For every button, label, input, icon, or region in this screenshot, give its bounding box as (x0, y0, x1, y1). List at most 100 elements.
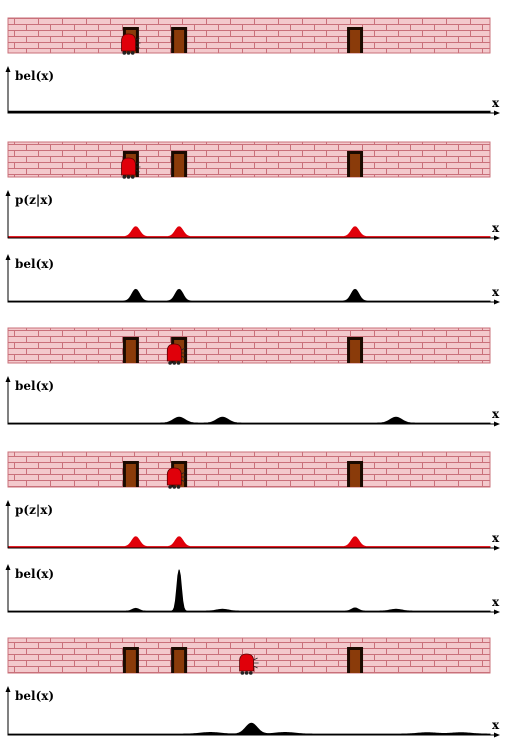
belief-curve (7, 288, 491, 303)
robot-wheel (176, 361, 181, 365)
x-axis-arrow-icon (494, 545, 500, 551)
door-1 (122, 337, 139, 363)
robot-wheel (126, 51, 131, 55)
measurement-plot: p(z|x) x (5, 190, 500, 241)
door-3 (347, 461, 364, 487)
door-panel (125, 650, 136, 673)
door-panel (350, 340, 361, 363)
x-axis-label: x (492, 221, 500, 235)
robot-wheel (168, 361, 172, 365)
belief-plot: bel(x) x (5, 686, 500, 738)
y-axis-label: bel(x) (15, 69, 54, 83)
wall-bricks (7, 327, 491, 364)
robot-sensor-icon (253, 657, 259, 669)
robot-wheel (122, 51, 127, 55)
wall-bricks (7, 17, 491, 54)
measurement-curve (7, 226, 491, 239)
robot-wheel (176, 485, 181, 489)
y-axis-label: p(z|x) (15, 193, 53, 207)
belief-curve (7, 722, 491, 736)
robot-body (121, 33, 136, 52)
y-axis-arrow-icon (5, 564, 11, 570)
x-axis-label: x (492, 285, 500, 299)
belief-plot: bel(x) x (5, 376, 500, 427)
y-axis-label: bel(x) (15, 689, 54, 703)
door-panel (350, 650, 361, 673)
door-panel (125, 464, 136, 487)
x-axis-arrow-icon (494, 609, 500, 615)
x-axis-label: x (492, 531, 500, 545)
door-panel (174, 154, 185, 177)
robot (239, 653, 259, 675)
door-2 (171, 151, 188, 177)
x-axis-label: x (492, 96, 500, 110)
door-2 (171, 647, 188, 673)
belief-plot: bel(x) x (5, 564, 500, 615)
robot-sensor-icon (135, 161, 141, 173)
stage-4: p(z|x) x bel(x) x (5, 451, 500, 615)
measurement-plot: p(z|x) x (5, 500, 500, 551)
robot-body (166, 467, 182, 486)
robot-wheel (248, 671, 253, 675)
robot-wheel (168, 485, 172, 489)
door-1 (122, 647, 139, 673)
stage-5: bel(x) x (5, 637, 500, 738)
x-axis-label: x (492, 595, 500, 609)
robot-wheel (240, 671, 245, 675)
x-axis-arrow-icon (494, 732, 500, 738)
x-axis-arrow-icon (494, 235, 500, 241)
brick-wall (7, 17, 491, 54)
robot-body (166, 343, 182, 362)
belief-curve (7, 416, 491, 425)
wall-bricks (7, 451, 491, 488)
x-axis-arrow-icon (494, 110, 500, 116)
robot (166, 343, 187, 365)
x-axis-label: x (492, 407, 500, 421)
y-axis-arrow-icon (5, 500, 11, 506)
y-axis-arrow-icon (5, 254, 11, 260)
brick-wall (7, 451, 491, 488)
door-panel (350, 154, 361, 177)
door-panel (174, 650, 185, 673)
robot-sensor-icon (181, 347, 187, 359)
belief-plot: bel(x) x (5, 254, 500, 305)
wall-bricks (7, 141, 491, 178)
robot-wheel (172, 485, 177, 489)
y-axis-label: p(z|x) (15, 503, 53, 517)
stage-1: bel(x) x (5, 17, 500, 116)
x-axis-label: x (492, 718, 500, 732)
robot-wheel (122, 175, 127, 179)
y-axis-arrow-icon (5, 190, 11, 196)
belief-plot: bel(x) x (5, 66, 500, 116)
y-axis-arrow-icon (5, 376, 11, 382)
door-3 (347, 337, 364, 363)
measurement-curve (7, 536, 491, 549)
y-axis-label: bel(x) (15, 567, 54, 581)
door-panel (350, 464, 361, 487)
x-axis-arrow-icon (494, 299, 500, 305)
y-axis-label: bel(x) (15, 379, 54, 393)
x-axis-arrow-icon (494, 421, 500, 427)
y-axis-arrow-icon (5, 66, 11, 72)
door-panel (174, 30, 185, 53)
y-axis-label: bel(x) (15, 257, 54, 271)
robot-body (121, 157, 136, 176)
robot-sensor-icon (135, 37, 141, 49)
door-3 (347, 151, 364, 177)
door-1 (122, 461, 139, 487)
robot (121, 33, 141, 55)
door-panel (350, 30, 361, 53)
belief-curve (7, 569, 491, 613)
door-panel (125, 340, 136, 363)
door-2 (171, 27, 188, 53)
robot-wheel (130, 51, 135, 55)
y-axis-arrow-icon (5, 686, 11, 692)
robot-wheel (126, 175, 131, 179)
stage-2: p(z|x) x bel(x) x (5, 141, 500, 305)
robot-wheel (172, 361, 177, 365)
robot-body (239, 653, 254, 672)
brick-wall (7, 327, 491, 364)
door-3 (347, 647, 364, 673)
robot (121, 157, 141, 179)
